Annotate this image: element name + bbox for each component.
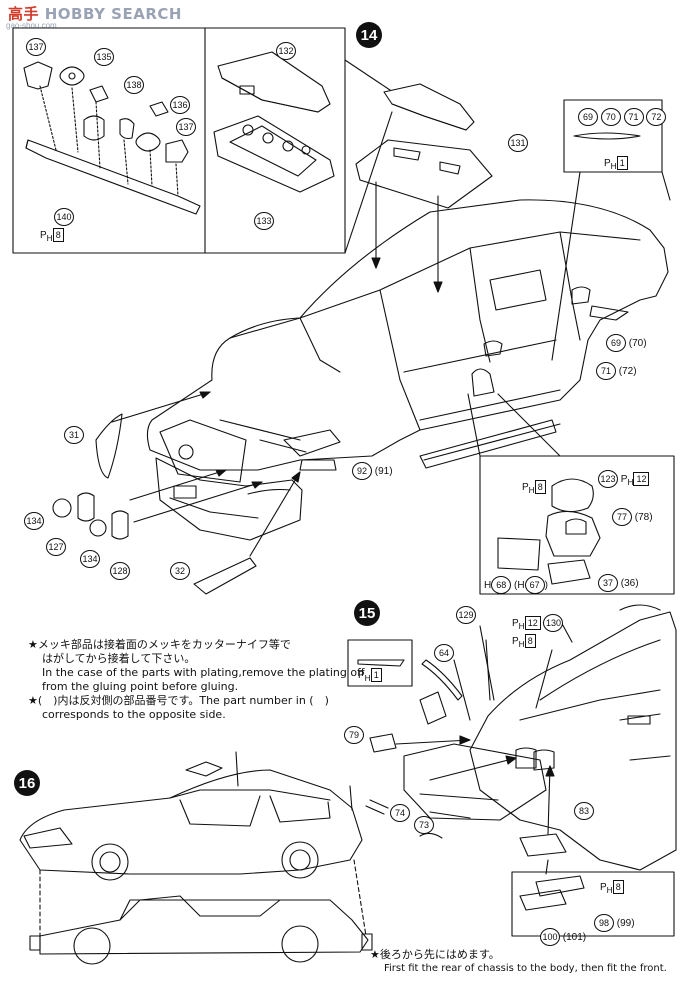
part-label-group: 77 (78) [612,508,653,526]
step-15-badge: 15 [354,600,380,626]
plating-note-jp-2: はがしてから接着して下さい。 [42,652,196,665]
part-label: 140 [54,208,74,226]
part-label: 73 [414,816,434,834]
part-label-group: 98 (99) [594,914,635,932]
part-label: 138 [124,76,144,94]
part-label: 137 [176,118,196,136]
part-label-group: 71 (72) [596,362,637,380]
part-label-group: 37 (36) [598,574,639,592]
part-label-group: 100 (101) [540,928,586,946]
step-16-badge: 16 [14,770,40,796]
chassis-note-en: First fit the rear of chassis to the bod… [384,963,667,974]
part-label: 134 [80,550,100,568]
part-label: 132 [276,42,296,60]
watermark-brand: HOBBY SEARCH [44,5,182,23]
part-label: 31 [64,426,84,444]
part-label: 127 [46,538,66,556]
plating-note-en-1: In the case of the parts with plating,re… [42,666,365,679]
watermark-sub: gao-shou.com [6,21,57,30]
part-label: 136 [170,96,190,114]
part-label: 137 [26,38,46,56]
part-label-group: 69 (70) [606,334,647,352]
part-label: 64 [434,644,454,662]
watermark: 高手 HOBBY SEARCH [8,5,182,23]
part-label: 79 [344,726,364,744]
part-label-group: 92 (91) [352,462,393,480]
step-14-badge: 14 [356,22,382,48]
part-label: 32 [170,562,190,580]
part-number-note: ★( )内は反対側の部品番号です。The part number in ( ) [28,694,329,707]
inset-frame-light-bar [12,27,346,254]
chassis-note-jp: ★後ろから先にはめます。 [370,948,500,961]
plating-note-jp: ★メッキ部品は接着面のメッキをカッターナイフ等で [28,638,291,651]
part-label: 83 [574,802,594,820]
part-label: 134 [24,512,44,530]
part-label: 133 [254,212,274,230]
part-number-note-en: corresponds to the opposite side. [42,708,226,721]
plating-note-en-2: from the gluing point before gluing. [42,680,239,693]
part-label-group: 69 70 71 72 [578,108,667,126]
part-label: 128 [110,562,130,580]
part-label: 129 [456,606,476,624]
part-label: 131 [508,134,528,152]
part-label: 74 [390,804,410,822]
part-label: 135 [94,48,114,66]
